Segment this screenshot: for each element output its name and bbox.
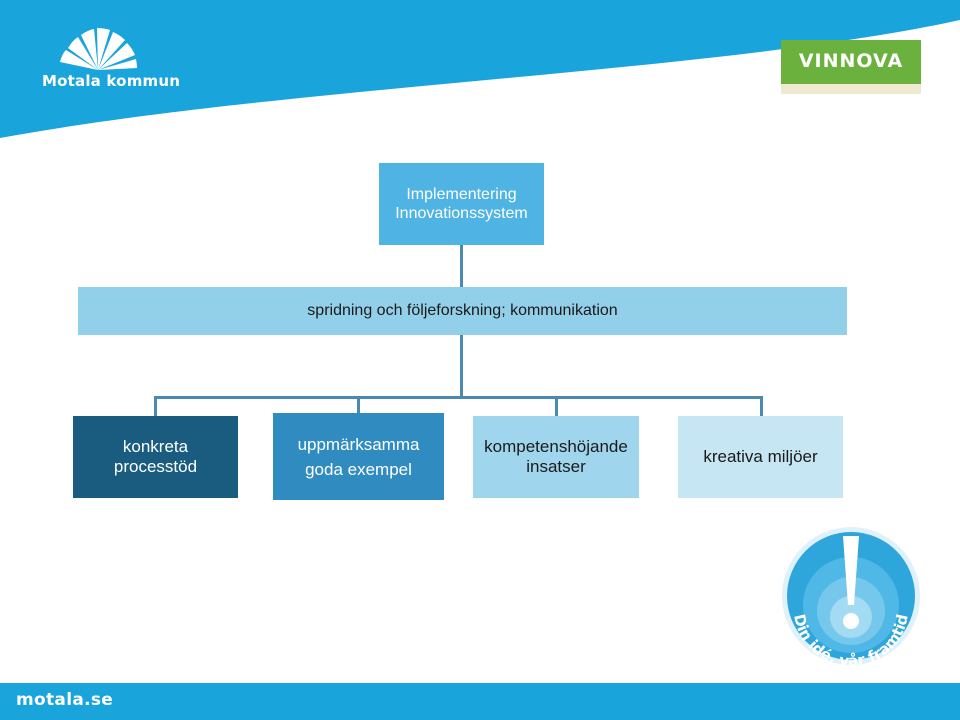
node-konkreta-processtod: konkreta processtöd [73, 416, 238, 498]
node-spridning-label: spridning och följeforskning; kommunikat… [307, 302, 618, 319]
node-implementering: Implementering Innovationssystem [379, 163, 544, 245]
footer-bar [0, 683, 960, 720]
din-ide-badge: Din idé, vår framtid [782, 527, 920, 667]
exclamation-icon [843, 536, 859, 605]
leaf-2-line2: goda exempel [305, 459, 412, 479]
node-kompetenshojande-insatser: kompetenshöjande insatser [473, 416, 639, 498]
node-implementering-line2: Innovationssystem [395, 205, 528, 222]
connector-leaf-3 [555, 396, 558, 416]
node-kreativa-miljoer: kreativa miljöer [678, 416, 843, 498]
node-implementering-line1: Implementering [406, 186, 517, 203]
connector-leaf-4 [760, 396, 763, 416]
node-spridning: spridning och följeforskning; kommunikat… [78, 287, 847, 335]
footer-url[interactable]: motala.se [16, 690, 114, 710]
leaf-2-line1: uppmärksamma [297, 434, 420, 454]
header-wave [0, 0, 960, 138]
vinnova-logo: VINNOVA [781, 40, 921, 94]
connector-top-to-middle [460, 245, 463, 287]
leaf-3-line1: kompetenshöjande [484, 437, 628, 456]
connector-leaf-2 [357, 396, 360, 413]
connector-leaf-1 [154, 396, 157, 416]
motala-logo-text: Motala kommun [42, 72, 181, 90]
leaf-1-line2: processtöd [113, 457, 198, 476]
motala-fan-logo-icon [60, 28, 137, 70]
leaf-4-line1: kreativa miljöer [703, 447, 818, 466]
connector-middle-down [460, 335, 463, 397]
node-uppmarksamma-goda-exempel: uppmärksamma goda exempel [273, 413, 444, 500]
leaf-3-line2: insatser [526, 457, 586, 476]
vinnova-logo-text: VINNOVA [798, 50, 904, 72]
connector-horizontal [154, 396, 763, 399]
leaf-1-line1: konkreta [122, 437, 189, 456]
